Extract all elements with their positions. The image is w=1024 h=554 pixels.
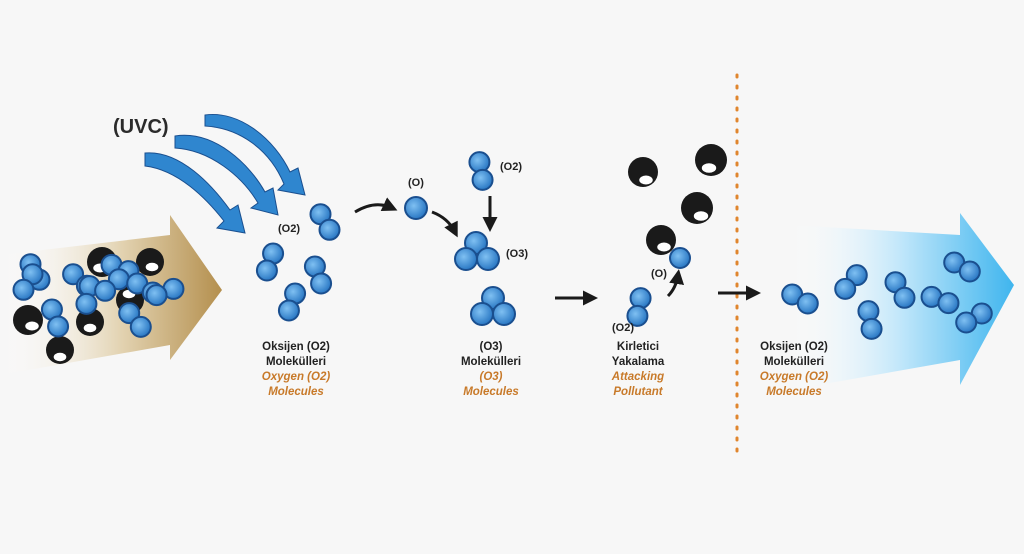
oxygen-atom xyxy=(454,247,478,271)
oxygen-atom xyxy=(94,279,117,302)
caption-en-line1: Oxygen (O2) xyxy=(759,371,829,383)
oxygen-atom xyxy=(470,302,494,326)
o-tag-1: (O) xyxy=(408,177,424,189)
caption-oxygen-2: Oksijen (O2) Molekülleri Oxygen (O2) Mol… xyxy=(734,340,854,400)
caption-tr-line1: Oksijen (O2) xyxy=(262,341,330,353)
pollutant-highlight xyxy=(25,321,39,331)
oxygen-atom xyxy=(129,315,152,338)
oxygen-atom xyxy=(476,247,500,271)
o2-tag-3: (O2) xyxy=(612,322,634,334)
oxygen-atom xyxy=(955,311,978,334)
pollutant-highlight xyxy=(83,323,97,333)
oxygen-atom xyxy=(255,259,278,282)
caption-en-line1: (O3) xyxy=(479,371,503,383)
oxygen-atom xyxy=(75,292,98,315)
caption-en-line2: Molecules xyxy=(766,386,822,398)
pollutant-particle xyxy=(13,305,43,335)
caption-ozone: (O3) Molekülleri (O3) Molecules xyxy=(431,340,551,400)
oxygen-atom xyxy=(471,168,494,191)
oxygen-atom xyxy=(277,299,300,322)
oxygen-atom xyxy=(669,247,691,269)
pollutant-highlight xyxy=(53,352,67,362)
oxygen-atom xyxy=(958,260,981,283)
caption-tr-line2: Molekülleri xyxy=(460,356,522,368)
o2-tag-1: (O2) xyxy=(278,223,300,235)
caption-tr-line2: Molekülleri xyxy=(763,356,825,368)
o3-tag: (O3) xyxy=(506,248,528,260)
pollutant-highlight xyxy=(693,211,709,221)
caption-en-line2: Molecules xyxy=(268,386,324,398)
pollutant-highlight xyxy=(145,262,159,272)
caption-tr-line1: Kirletici xyxy=(616,341,660,353)
oxygen-atom xyxy=(47,315,70,338)
oxygen-atom xyxy=(318,218,341,241)
pollutant-highlight xyxy=(657,242,671,252)
o2-tag-2: (O2) xyxy=(500,161,522,173)
oxygen-atom xyxy=(626,304,649,327)
caption-oxygen-1: Oksijen (O2) Molekülleri Oxygen (O2) Mol… xyxy=(236,340,356,400)
oxygen-atom xyxy=(860,317,883,340)
caption-en-line1: Oxygen (O2) xyxy=(261,371,331,383)
molecule-group xyxy=(12,151,993,340)
oxygen-atom xyxy=(796,292,819,315)
pollutant-group xyxy=(13,144,727,364)
pollutant-particle xyxy=(46,336,74,364)
oxygen-atom xyxy=(145,284,168,307)
pollutant-highlight xyxy=(639,175,653,185)
oxygen-atom xyxy=(310,272,333,295)
caption-en-line1: Attacking xyxy=(611,371,665,383)
caption-tr-line2: Molekülleri xyxy=(265,356,327,368)
oxygen-atom xyxy=(468,151,491,174)
pollutant-particle xyxy=(136,248,164,276)
oxygen-atom xyxy=(492,302,516,326)
pollutant-highlight xyxy=(701,163,717,173)
oxygen-atom xyxy=(893,286,916,309)
oxygen-atom xyxy=(937,292,960,315)
oxygen-atom xyxy=(629,287,652,310)
oxygen-atom xyxy=(404,196,428,220)
caption-tr-line1: (O3) xyxy=(479,341,503,353)
reaction-arrows xyxy=(354,196,761,306)
caption-en-line2: Molecules xyxy=(463,386,519,398)
pollutant-particle xyxy=(76,308,104,336)
oxygen-atom xyxy=(857,300,880,323)
oxygen-atom xyxy=(12,278,35,301)
uvc-label: (UVC) xyxy=(113,116,169,138)
uvc-rays xyxy=(144,113,306,234)
caption-en-line2: Pollutant xyxy=(613,386,663,398)
oxygen-atom xyxy=(834,277,857,300)
caption-tr-line2: Yakalama xyxy=(611,356,665,368)
o-tag-2: (O) xyxy=(651,268,667,280)
caption-pollutant: Kirletici Yakalama Attacking Pollutant xyxy=(578,340,698,400)
caption-tr-line1: Oksijen (O2) xyxy=(760,341,828,353)
